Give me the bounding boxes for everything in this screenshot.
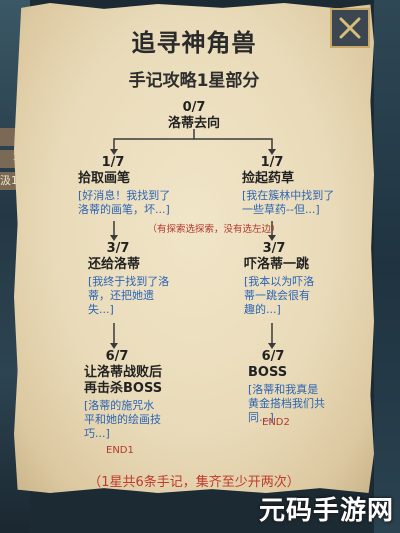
tree-root: 0/7 洛蒂去向 bbox=[154, 100, 234, 132]
page-title: 追寻神角兽 bbox=[131, 28, 257, 57]
background-right bbox=[374, 0, 400, 533]
page-subtitle: 手记攻略1星部分 bbox=[128, 71, 260, 91]
node-label: 捡起药草 bbox=[242, 171, 295, 186]
left-node-2: 3/7 还给洛蒂 [我终于找到了洛蒂，还把她遗失...] bbox=[88, 241, 172, 317]
node-quote: [我在簇林中找到了一些草药--但...] bbox=[242, 189, 335, 216]
node-label: 拾取画笔 bbox=[78, 171, 131, 186]
node-label: 让洛蒂战败后再击杀BOSS bbox=[84, 365, 163, 396]
journal-parchment: 追寻神角兽 手记攻略1星部分 0/7 洛蒂去向 1/7 拾取画笔 [好消息！我找… bbox=[14, 3, 374, 493]
node-quote: [我本以为吓洛蒂一跳会很有趣的...] bbox=[244, 275, 315, 316]
ending-label: END1 bbox=[106, 445, 134, 456]
node-quote: [好消息！我找到了洛蒂的画笔，坏...] bbox=[78, 189, 171, 216]
node-progress: 3/7 bbox=[106, 241, 130, 256]
footer-note: （1星共6条手记，集齐至少开两次） bbox=[88, 475, 300, 490]
right-node-1: 1/7 捡起药草 [我在簇林中找到了一些草药--但...] bbox=[242, 155, 338, 217]
node-quote: [我终于找到了洛蒂，还把她遗失...] bbox=[88, 275, 170, 316]
close-button[interactable] bbox=[330, 8, 370, 48]
node-progress: 6/7 bbox=[105, 349, 129, 364]
right-node-3: 6/7 BOSS [洛蒂和我真是黄金搭档我们共同...] bbox=[248, 349, 326, 425]
node-label: 吓洛蒂一跳 bbox=[244, 257, 310, 272]
node-quote: [洛蒂和我真是黄金搭档我们共同...] bbox=[248, 383, 325, 424]
node-quote: [洛蒂的施咒水平和她的绘画技巧...] bbox=[84, 399, 161, 440]
branch-lines bbox=[110, 129, 276, 349]
node-label: 还给洛蒂 bbox=[88, 257, 141, 272]
node-label: 洛蒂去向 bbox=[167, 116, 220, 131]
node-progress: 1/7 bbox=[101, 155, 125, 170]
node-label: BOSS bbox=[248, 365, 288, 380]
right-node-2: 3/7 吓洛蒂一跳 [我本以为吓洛蒂一跳会很有趣的...] bbox=[244, 241, 320, 317]
ending-label: END2 bbox=[262, 417, 290, 428]
node-progress: 3/7 bbox=[262, 241, 286, 256]
node-progress: 1/7 bbox=[260, 155, 284, 170]
node-progress: 0/7 bbox=[182, 100, 206, 115]
branch-hint: （有探索选探索，没有选左边） bbox=[147, 224, 281, 235]
left-node-3: 6/7 让洛蒂战败后再击杀BOSS [洛蒂的施咒水平和她的绘画技巧...] bbox=[84, 349, 164, 441]
site-watermark: 元码手游网 bbox=[258, 496, 394, 526]
close-icon bbox=[339, 17, 361, 39]
node-progress: 6/7 bbox=[261, 349, 285, 364]
left-node-1: 1/7 拾取画笔 [好消息！我找到了洛蒂的画笔，坏...] bbox=[78, 155, 178, 217]
